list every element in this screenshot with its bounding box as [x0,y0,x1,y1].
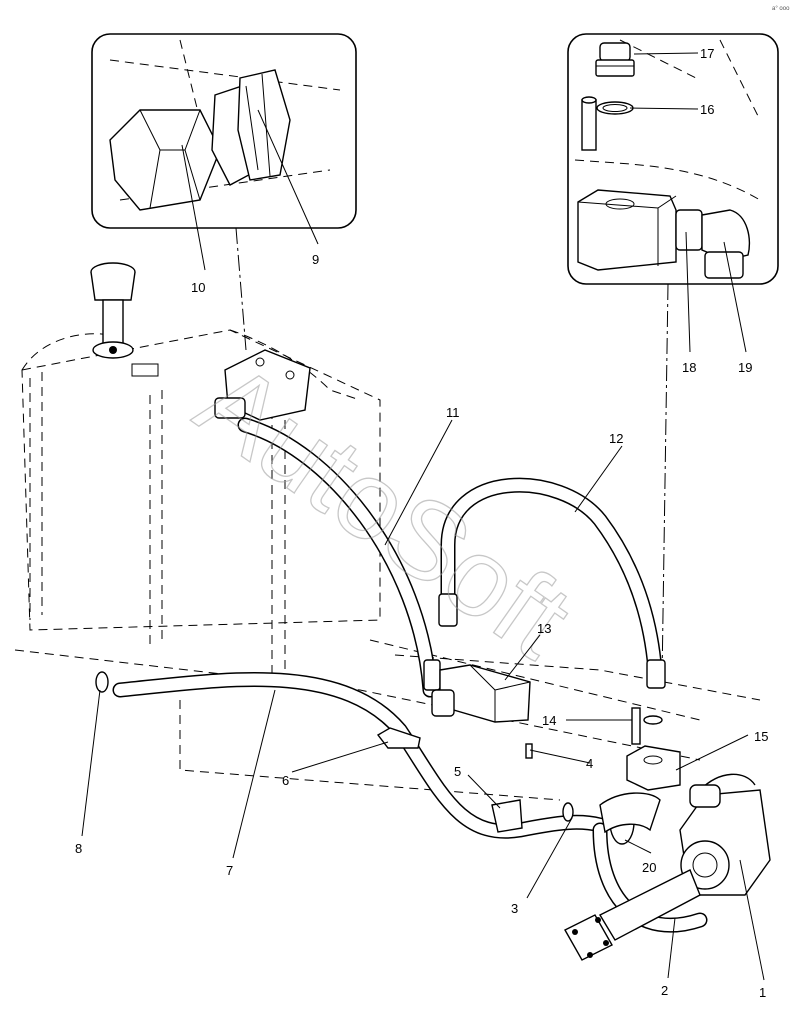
tank-valve-block [214,349,311,421]
callout-6: 6 [282,773,289,788]
hydraulic-pump-1 [679,773,771,896]
callout-10: 10 [191,280,205,295]
callout-17: 17 [700,46,714,61]
corner-mark: a° ooo [772,6,790,12]
detail-inset-fitting [91,33,357,229]
hose-bracket-6 [376,727,421,749]
callout-1: 1 [759,985,766,1000]
hose-fitting [423,659,441,691]
hose-fitting [438,593,458,627]
callout-16: 16 [700,102,714,117]
callout-2: 2 [661,983,668,998]
suction-elbow [599,792,661,834]
callout-18: 18 [682,360,696,375]
filter-valve-13 [431,664,531,723]
callout-11: 11 [446,405,460,420]
bolt-4 [525,743,533,759]
manifold-15 [626,707,681,791]
callout-14: 14 [542,713,556,728]
leader-lines [81,52,765,981]
drive-shaft [564,869,701,961]
callout-labels: 1 2 3 4 5 6 7 8 9 10 11 12 13 14 15 16 1… [75,46,768,1000]
suction-hose-7 [112,672,608,839]
callout-13: 13 [537,621,551,636]
callout-3: 3 [511,901,518,916]
hose-clamp-3 [562,802,574,822]
hose-12 [440,477,663,678]
hose-clamp-8 [95,671,109,693]
callout-19: 19 [738,360,752,375]
callout-8: 8 [75,841,82,856]
watermark: AutoSoft [176,339,592,682]
filler-cap [90,262,136,359]
detail-inset-manifold [567,33,779,285]
callout-7: 7 [226,863,233,878]
return-hose-11 [237,417,438,698]
callout-12: 12 [609,431,623,446]
hose-fitting [646,659,666,689]
callout-15: 15 [754,729,768,744]
level-label-plate [131,363,159,377]
hydraulic-tank [14,329,761,801]
callout-4: 4 [586,756,593,771]
callout-5: 5 [454,764,461,779]
callout-9: 9 [312,252,319,267]
callout-20: 20 [642,860,656,875]
